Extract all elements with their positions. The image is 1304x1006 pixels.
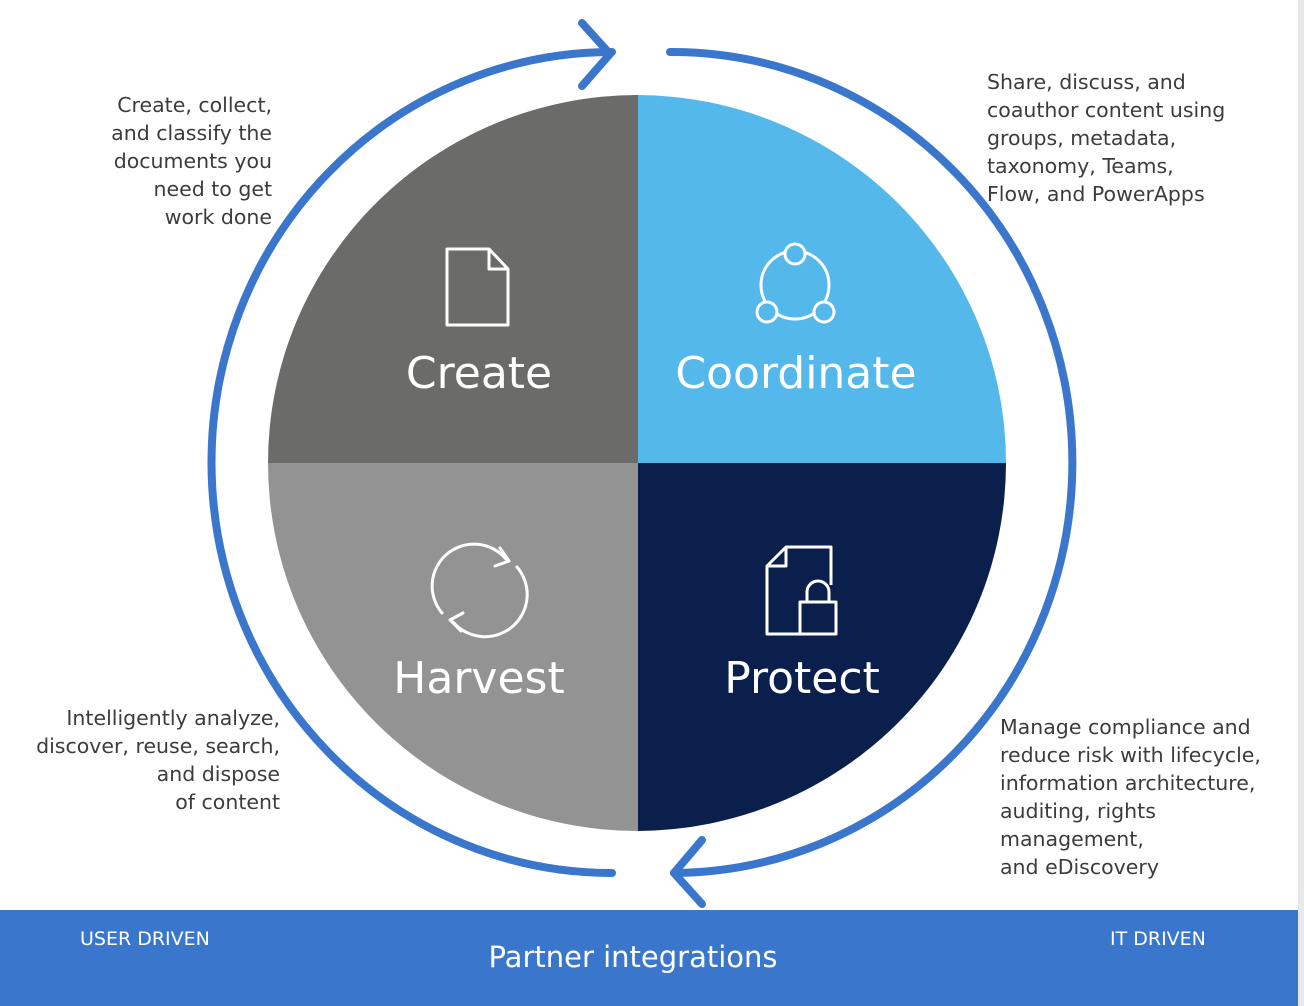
partner-integrations-bar	[0, 910, 1298, 1006]
partner-integrations-label: Partner integrations	[488, 940, 778, 974]
coordinate-quadrant	[638, 95, 1006, 463]
cycle-arrow-left	[207, 19, 616, 877]
share-network-icon	[755, 242, 836, 324]
refresh-cycle-icon	[430, 542, 529, 639]
harvest-label: Harvest	[393, 653, 565, 704]
create-quadrant	[268, 95, 638, 463]
harvest-quadrant	[268, 463, 638, 831]
document-icon	[445, 247, 510, 327]
page-edge	[1298, 0, 1304, 1006]
create-description: Create, collect, and classify the docume…	[111, 93, 272, 229]
cycle-arrow-right	[666, 47, 1077, 908]
protect-description: Manage compliance and reduce risk with l…	[1000, 715, 1261, 879]
coordinate-description: Share, discuss, and coauthor content usi…	[987, 70, 1226, 206]
protect-label: Protect	[724, 653, 880, 704]
create-label: Create	[405, 348, 553, 399]
harvest-description: Intelligently analyze, discover, reuse, …	[36, 706, 280, 814]
user-driven-label: USER DRIVEN	[80, 928, 210, 950]
coordinate-label: Coordinate	[675, 348, 917, 399]
it-driven-label: IT DRIVEN	[1110, 928, 1206, 950]
protect-quadrant	[638, 463, 1006, 831]
document-lock-icon	[765, 545, 838, 636]
